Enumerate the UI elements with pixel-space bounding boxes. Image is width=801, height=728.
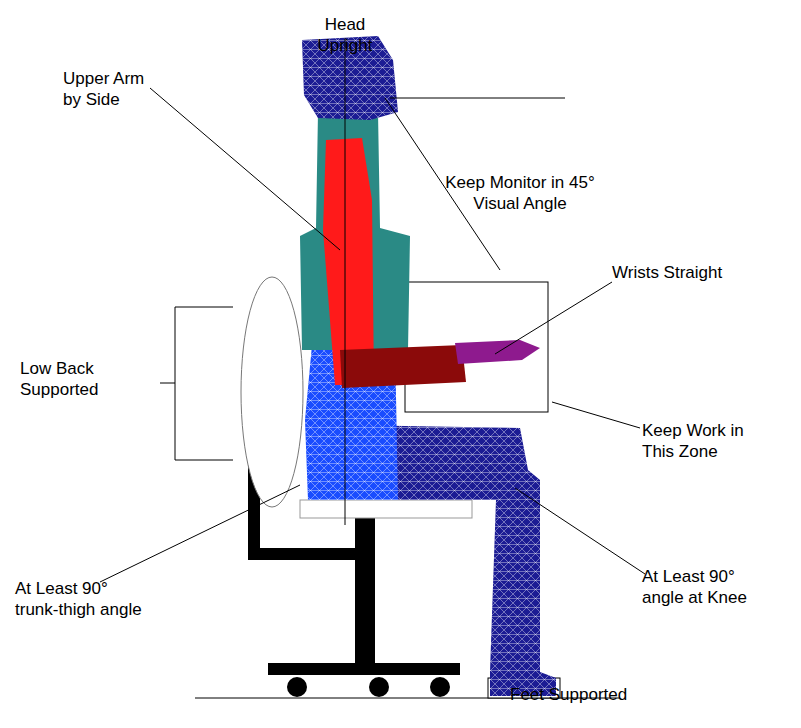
chair-base — [268, 663, 460, 675]
forearm — [340, 345, 466, 388]
chair-column — [355, 518, 375, 666]
callout-label: Upper Arm by Side — [63, 68, 158, 110]
leader-line — [495, 282, 612, 354]
leader-line — [552, 402, 640, 428]
chair-wheel — [430, 677, 450, 697]
leader-line — [150, 88, 340, 250]
chair-backrest — [241, 277, 303, 507]
upper-arm — [323, 138, 374, 385]
leader-line — [515, 488, 645, 574]
callout-label: Keep Monitor in 45° Visual Angle — [445, 172, 595, 214]
chair-wheel — [369, 677, 389, 697]
chair-seat — [300, 500, 472, 518]
callout-label: At Least 90° trunk-thigh angle — [15, 578, 151, 620]
head-upright-line — [345, 38, 346, 525]
callout-label: Head Upright — [310, 14, 380, 56]
visual-angle-line — [390, 98, 565, 99]
callout-label: Wrists Straight — [612, 262, 782, 283]
chair-frame — [248, 548, 373, 560]
callout-label: Keep Work in This Zone — [642, 420, 758, 462]
callout-label: Low Back Supported — [20, 358, 108, 400]
leader-line — [100, 485, 300, 582]
chair-wheel — [287, 677, 307, 697]
callout-label: At Least 90° angle at Knee — [642, 566, 760, 608]
callout-label: Feet Supported — [510, 684, 660, 705]
low-back-bracket — [160, 307, 233, 460]
